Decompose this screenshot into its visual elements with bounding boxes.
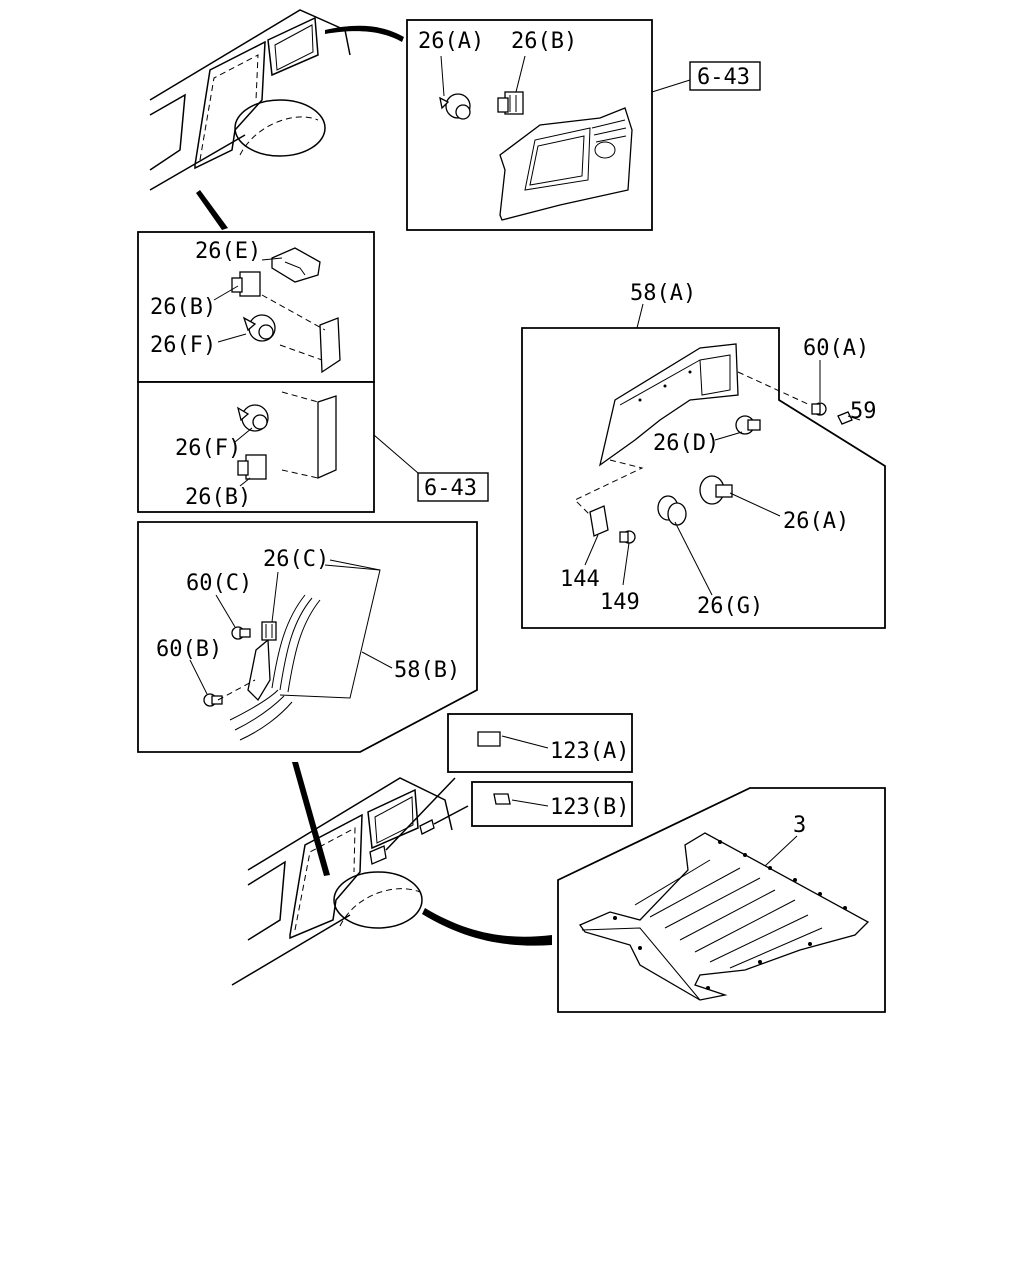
label-26b-top: 26(B) (511, 29, 577, 54)
label-144: 144 (560, 567, 600, 592)
ref-6-43-top: 6-43 (697, 65, 750, 90)
clip-26g-icon (657, 495, 687, 526)
floor-mat-icon (579, 832, 870, 1001)
label-60b: 60(B) (156, 637, 222, 662)
label-26a-right: 26(A) (783, 509, 849, 534)
callout-arrow-mid (196, 190, 228, 230)
label-26b-mid2: 26(B) (185, 485, 251, 510)
clip-26f-icon (242, 314, 276, 342)
side-trim-box: 26(C) 60(C) 60(B) 58(B) (137, 521, 478, 753)
screw-60a-icon (811, 402, 827, 416)
callout-arrow-lower-right (422, 908, 552, 946)
screw-60b-icon (203, 693, 223, 707)
label-3: 3 (793, 813, 806, 838)
vehicle-side-view-lower (231, 777, 469, 986)
nut-59-icon (837, 411, 853, 425)
label-149: 149 (600, 590, 640, 615)
pad-123b-icon (493, 793, 511, 805)
callout-arrow-lower-left (292, 762, 330, 876)
label-26a-top: 26(A) (418, 29, 484, 54)
vehicle-side-view-upper (149, 9, 351, 191)
ref-6-43-mid: 6-43 (424, 476, 477, 501)
label-26g: 26(G) (697, 594, 763, 619)
label-26d: 26(D) (653, 431, 719, 456)
rear-quarter-trim-icon (598, 343, 739, 467)
clip-26a-icon (439, 93, 471, 120)
clip-26b-icon (497, 91, 524, 115)
screw-149-icon (619, 530, 636, 544)
label-60c: 60(C) (186, 571, 252, 596)
clip-26c-icon (261, 621, 277, 641)
label-58a: 58(A) (630, 281, 696, 306)
callout-arrow-top (325, 25, 404, 42)
clip-26b-lower-icon (237, 454, 267, 480)
pillar-trim-upper-icon (319, 317, 341, 374)
ref-box-6-43-mid (417, 472, 489, 502)
top-detail-box: 26(A) 26(B) (406, 19, 653, 231)
pad-123b-box: 123(B) (471, 781, 633, 827)
pad-123a-box: 123(A) (447, 713, 633, 773)
screw-60c-icon (231, 626, 251, 640)
label-60a: 60(A) (803, 336, 869, 361)
label-26e: 26(E) (195, 239, 261, 264)
label-26b-mid1: 26(B) (150, 295, 216, 320)
label-123a: 123(A) (550, 739, 629, 764)
clip-26f-lower-icon (236, 404, 269, 432)
label-59: 59 (850, 399, 877, 424)
label-58b: 58(B) (394, 658, 460, 683)
label-123b: 123(B) (550, 795, 629, 820)
clip-26b-mid-icon (231, 271, 261, 297)
pad-123a-icon (477, 731, 501, 747)
quarter-trim-panel-icon (499, 107, 633, 221)
label-26f-mid1: 26(F) (150, 333, 216, 358)
label-26c: 26(C) (263, 547, 329, 572)
ref-box-6-43-top (689, 61, 761, 91)
pillar-clip-box: 26(E) 26(B) 26(F) 26(F) 26(B) (137, 231, 375, 513)
label-26f-mid2: 26(F) (175, 436, 241, 461)
floor-mat-box: 3 (557, 787, 886, 1013)
pillar-trim-lower-icon (317, 395, 337, 480)
bracket-144-icon (589, 505, 609, 537)
clip-26e-icon (271, 247, 321, 283)
clip-26d-icon (735, 415, 761, 435)
clip-26a-right-icon (699, 475, 733, 505)
rear-trim-box: 58(A) (521, 281, 886, 629)
trim-58b-icon (247, 638, 271, 702)
